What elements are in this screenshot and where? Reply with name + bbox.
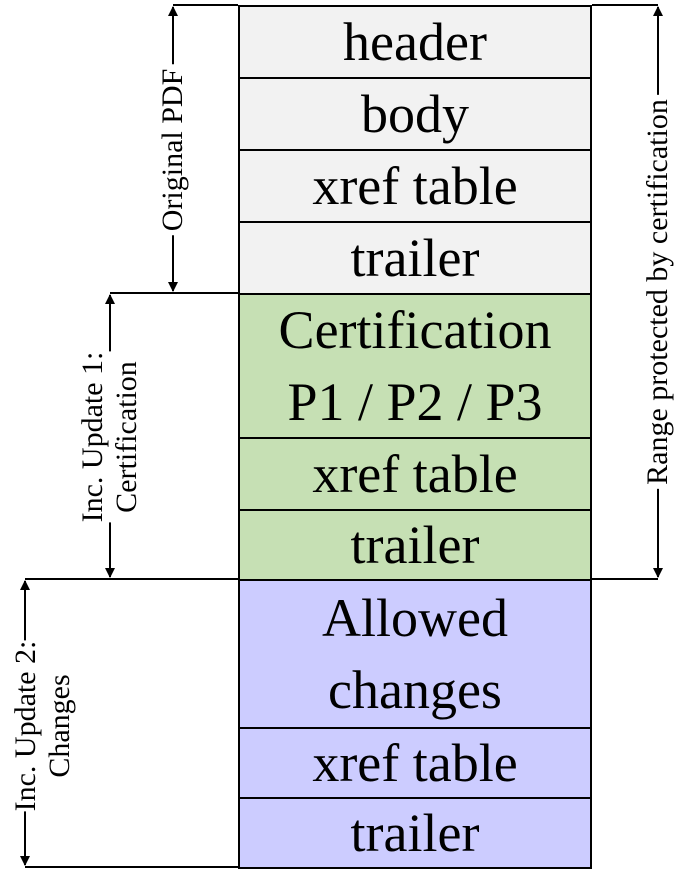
changes-line2: changes: [328, 660, 502, 720]
original-trailer-label: trailer: [350, 228, 480, 288]
certification-xref-block: xref table: [238, 437, 592, 511]
original-trailer-block: trailer: [238, 221, 592, 295]
update1-line2: Certification: [110, 351, 144, 523]
original-xref-label: xref table: [312, 156, 518, 216]
original-body-block: body: [238, 77, 592, 151]
changes-line1: Allowed: [322, 588, 508, 648]
protected-range-text: Range protected by certification: [641, 99, 674, 485]
changes-xref-block: xref table: [238, 727, 592, 799]
update2-line1: Inc. Update 2:: [9, 640, 43, 812]
original-pdf-label: Original PDF: [156, 64, 190, 236]
header-label: header: [343, 12, 487, 72]
body-label: body: [361, 84, 469, 144]
original-header-block: header: [238, 5, 592, 79]
changes-trailer-label: trailer: [350, 803, 480, 863]
update2-label: Inc. Update 2: Changes: [9, 637, 77, 816]
changes-xref-label: xref table: [312, 733, 518, 793]
changes-trailer-block: trailer: [238, 797, 592, 869]
certification-xref-label: xref table: [312, 444, 518, 504]
certification-line2: P1 / P2 / P3: [287, 372, 543, 432]
certification-trailer-label: trailer: [350, 515, 480, 575]
update1-line1: Inc. Update 1:: [76, 351, 110, 523]
update1-label: Inc. Update 1: Certification: [76, 348, 144, 527]
certification-content-block: Certification P1 / P2 / P3: [238, 293, 592, 439]
changes-content-block: Allowed changes: [238, 579, 592, 729]
certification-trailer-block: trailer: [238, 509, 592, 581]
update2-line2: Changes: [43, 640, 77, 812]
original-pdf-text: Original PDF: [156, 68, 189, 232]
original-xref-block: xref table: [238, 149, 592, 223]
certification-line1: Certification: [278, 300, 552, 360]
protected-range-label: Range protected by certification: [641, 95, 675, 489]
